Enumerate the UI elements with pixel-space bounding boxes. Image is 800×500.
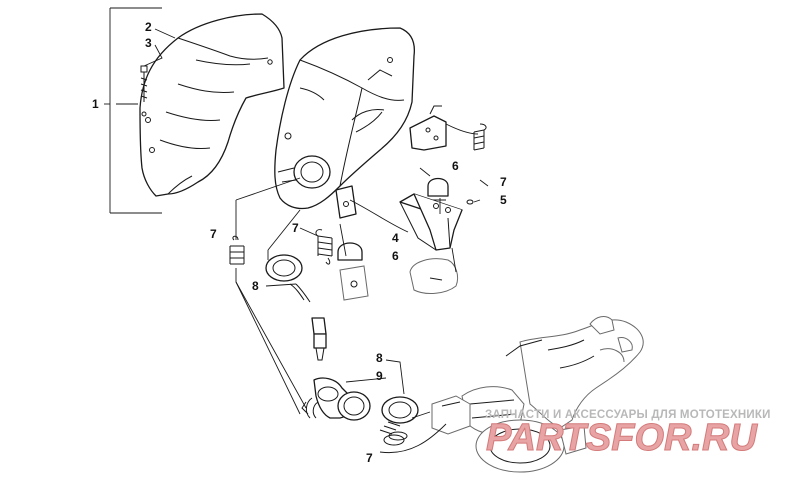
callout-7-bottom: 7	[366, 451, 373, 465]
engine-manifold	[431, 316, 644, 473]
callout-labels: 1 2 3 7 6 5 4 6 7 7 8 8 9 7	[92, 20, 507, 465]
washer	[466, 199, 474, 205]
callout-7-left: 7	[210, 227, 217, 241]
watermark: ЗАПЧАСТИ И АКСЕССУАРЫ ДЛЯ МОТОТЕХНИКИ PA…	[485, 409, 771, 460]
gasket-ring-left	[265, 254, 303, 282]
heat-shield-bracket-lines	[104, 7, 162, 214]
muffler-mount-plate	[399, 193, 463, 251]
callout-6-middle: 6	[392, 249, 399, 263]
spring-bottom	[379, 421, 408, 446]
callout-8-lower: 8	[376, 351, 383, 365]
muffler-mount-tab	[335, 185, 357, 219]
exhaust-sleeve	[337, 391, 371, 421]
muffler-upper-bracket	[409, 105, 447, 151]
spring-middle	[315, 229, 333, 265]
watermark-logo: PARTSFOR.RU	[486, 417, 758, 459]
rubber-mount-upper	[427, 177, 449, 201]
watermark-subtitle: ЗАПЧАСТИ И АКСЕССУАРЫ ДЛЯ МОТОТЕХНИКИ	[485, 409, 771, 421]
leader-lines	[116, 28, 489, 454]
callout-1: 1	[92, 97, 99, 111]
callout-3: 3	[145, 36, 152, 50]
callout-6-upper: 6	[452, 159, 459, 173]
spring-left	[229, 235, 245, 265]
callout-7-middle: 7	[292, 221, 299, 235]
engine-mount-ghost	[409, 258, 459, 294]
callout-4: 4	[392, 231, 399, 245]
callout-8-left: 8	[252, 279, 259, 293]
callout-5: 5	[500, 193, 507, 207]
callout-7-upper-right: 7	[500, 175, 507, 189]
heat-shield-screw	[140, 65, 148, 117]
lower-mount-bracket	[339, 265, 369, 301]
exhaust-sensor	[289, 283, 327, 361]
callout-2: 2	[145, 20, 152, 34]
muffler	[274, 27, 416, 210]
gasket-ring-lower	[381, 396, 419, 424]
callout-9: 9	[376, 369, 383, 383]
heat-shield	[139, 13, 285, 197]
spring-upper-right	[445, 123, 487, 151]
rubber-mount-middle	[337, 242, 363, 261]
